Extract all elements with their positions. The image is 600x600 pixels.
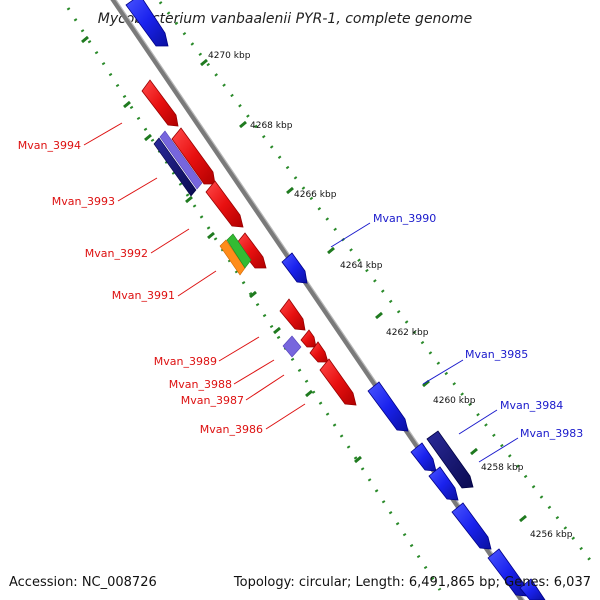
- gene-arrow-mvan3992: [205, 180, 244, 228]
- kbp-label: 4258 kbp: [481, 463, 524, 473]
- major-tick: [81, 35, 89, 44]
- forward-gene-labels: Mvan_3990 Mvan_3985 Mvan_3984 Mvan_3983: [373, 212, 583, 440]
- major-tick: [239, 120, 247, 129]
- major-tick: [144, 133, 152, 142]
- kbp-label: 4262 kbp: [386, 328, 429, 338]
- major-tick: [207, 231, 215, 240]
- gene-label-mvan3991: Mvan_3991: [112, 289, 175, 302]
- gene-arrow-mvan3983: [426, 430, 474, 489]
- major-tick: [470, 447, 478, 456]
- scale-track-right: [158, 1, 592, 561]
- major-tick: [286, 186, 294, 195]
- major-tick: [375, 311, 383, 320]
- gene-arrow-mvan3992b: [235, 232, 267, 269]
- major-ticks: [200, 58, 527, 523]
- reverse-label-leaders: [83, 122, 306, 430]
- gene-label-mvan3985: Mvan_3985: [465, 348, 528, 361]
- gene-block-light-purple: [282, 335, 302, 358]
- gene-label-mvan3987: Mvan_3987: [181, 394, 244, 407]
- gene-arrow-mvan3987: [309, 341, 329, 363]
- gene-arrow-mvan3994: [171, 127, 216, 185]
- accession-text: Accession: NC_008726: [9, 575, 157, 590]
- forward-label-leaders: [330, 222, 519, 463]
- major-tick: [327, 246, 335, 255]
- gene-arrow-mvan3989: [279, 298, 306, 331]
- kbp-label: 4264 kbp: [340, 261, 383, 271]
- kbp-label: 4256 kbp: [530, 530, 573, 540]
- map-title: Mycobacterium vanbaalenii PYR-1, complet…: [98, 11, 473, 27]
- reverse-gene-labels: Mvan_3994 Mvan_3993 Mvan_3992 Mvan_3991 …: [18, 139, 263, 436]
- gene-label-mvan3983: Mvan_3983: [520, 427, 583, 440]
- gene-label-mvan3986: Mvan_3986: [200, 423, 263, 436]
- kbp-labels: 4270 kbp 4268 kbp 4266 kbp 4264 kbp 4262…: [208, 51, 573, 540]
- gene-arrow-top: [125, 0, 169, 47]
- genome-backbone: [110, 0, 526, 600]
- gene-arrow-mvan3995: [141, 79, 179, 127]
- gene-arrow-mvan3986: [319, 358, 357, 406]
- kbp-label: 4268 kbp: [250, 121, 293, 131]
- gene-label-mvan3989: Mvan_3989: [154, 355, 217, 368]
- reverse-gene-arrows[interactable]: [141, 79, 357, 406]
- gene-label-mvan3984: Mvan_3984: [500, 399, 563, 412]
- gene-arrow-bottom1: [451, 502, 492, 550]
- major-tick: [273, 326, 281, 335]
- forward-gene-arrows[interactable]: [125, 0, 546, 600]
- major-tick: [305, 389, 313, 398]
- kbp-label: 4270 kbp: [208, 51, 251, 61]
- kbp-label: 4260 kbp: [433, 396, 476, 406]
- kbp-label: 4266 kbp: [294, 190, 337, 200]
- gene-arrow-mvan3985: [367, 381, 409, 432]
- gene-label-mvan3993: Mvan_3993: [52, 195, 115, 208]
- gene-label-mvan3990: Mvan_3990: [373, 212, 436, 225]
- gene-arrow-mvan3990: [281, 252, 308, 284]
- rna-gene-green: [226, 233, 252, 269]
- major-tick: [422, 379, 430, 388]
- gene-arrow-mvan3993: [153, 137, 197, 197]
- major-tick: [185, 195, 193, 204]
- major-tick: [519, 514, 527, 523]
- major-tick: [354, 455, 362, 464]
- gene-arrow-mvan3993-light: [159, 130, 203, 190]
- gene-arrow-mvan3988: [300, 329, 317, 348]
- major-tick: [200, 58, 208, 67]
- major-tick: [123, 100, 131, 109]
- gene-arrow-mvan3984a: [410, 442, 437, 472]
- gene-label-mvan3988: Mvan_3988: [169, 378, 232, 391]
- gene-label-mvan3994: Mvan_3994: [18, 139, 81, 152]
- genome-summary-text: Topology: circular; Length: 6,491,865 bp…: [233, 575, 591, 590]
- major-tick: [249, 290, 257, 299]
- gene-label-mvan3992: Mvan_3992: [85, 247, 148, 260]
- major-ticks-left: [81, 35, 362, 464]
- gene-arrow-mvan3984b: [428, 466, 459, 501]
- gene-arrow-bottom3: [519, 578, 546, 600]
